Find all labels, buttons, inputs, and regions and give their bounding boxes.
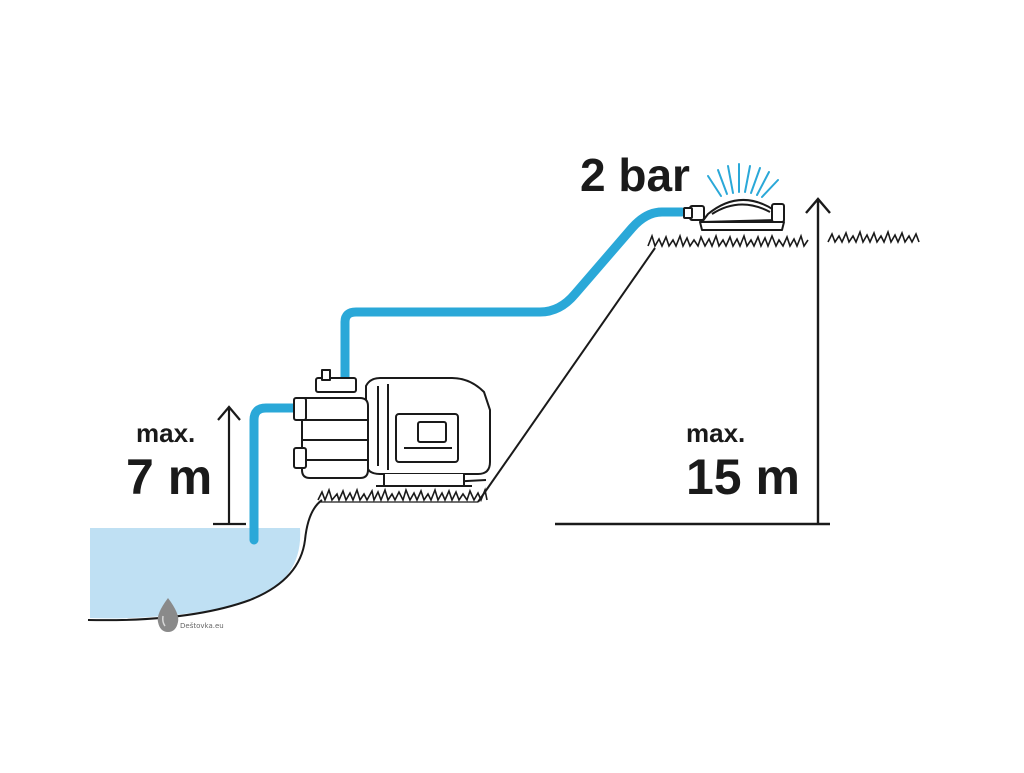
arrow-up-icon: [217, 405, 241, 524]
delivery-height-arrow: [555, 197, 831, 526]
suction-height-prefix: max.: [136, 418, 196, 448]
garden-pump-icon: [293, 369, 491, 487]
watermark-text: Deštovka.eu: [180, 622, 224, 630]
arrow-up-icon: [805, 197, 831, 524]
water-drop-icon: [157, 598, 179, 632]
delivery-height-prefix: max.: [686, 418, 746, 448]
delivery-hose: [340, 207, 687, 383]
suction-hose: [249, 403, 301, 545]
suction-height-arrow: [213, 405, 246, 526]
slope-line: [477, 247, 656, 503]
pressure-label: 2 bar: [580, 149, 690, 201]
delivery-height-value: 15 m: [686, 449, 800, 505]
water-body: [90, 528, 301, 619]
suction-height-value: 7 m: [126, 449, 213, 505]
lower-grass: [317, 487, 488, 503]
sprinkler-icon: [683, 163, 785, 231]
upper-grass: [647, 229, 920, 249]
spray-jets: [707, 163, 779, 198]
